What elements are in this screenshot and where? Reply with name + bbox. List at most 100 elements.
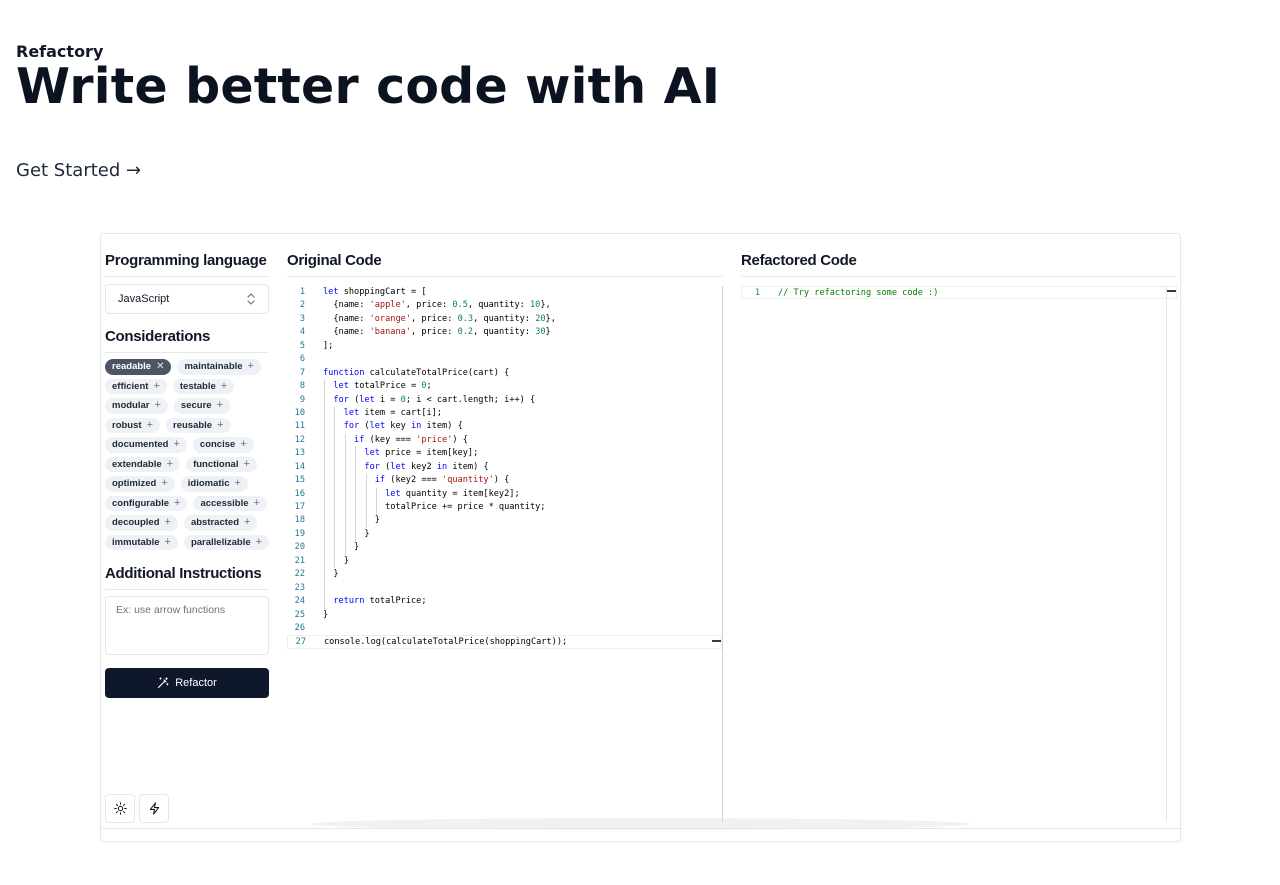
consideration-tag-abstracted[interactable]: abstracted+: [183, 515, 258, 531]
code-text: }: [323, 555, 349, 566]
code-text: for (let i = 0; i < cart.length; i++) {: [333, 394, 536, 405]
add-icon: +: [247, 360, 254, 373]
code-text: }: [323, 542, 360, 553]
line-number: 5: [299, 340, 305, 351]
consideration-tag-parallelizable[interactable]: parallelizable +: [183, 534, 270, 550]
code-line[interactable]: 23: [287, 582, 722, 595]
add-icon: +: [154, 399, 161, 412]
code-line[interactable]: 14 for (let key2 in item) {: [287, 461, 722, 474]
sun-icon: [113, 802, 127, 815]
consideration-tag-maintainable[interactable]: maintainable+: [177, 359, 261, 375]
consideration-tag-accessible[interactable]: accessible+: [193, 495, 267, 511]
code-text: {name: 'banana', price: 0.2, quantity: 3…: [323, 327, 551, 338]
code-text: }: [323, 609, 329, 620]
considerations-tags: readable✕ maintainable+ efficient+ testable…: [105, 359, 273, 550]
add-icon: +: [255, 535, 263, 548]
code-line[interactable]: 21 }: [287, 555, 722, 568]
line-number: 9: [299, 394, 305, 405]
line-number: 26: [294, 622, 305, 633]
line-number: 23: [294, 582, 305, 593]
consideration-tag-configurable[interactable]: configurable+: [105, 495, 188, 511]
considerations-title: Considerations: [105, 328, 269, 353]
quick-action-button[interactable]: [139, 794, 169, 823]
code-line[interactable]: 1// Try refactoring some code :): [741, 286, 1177, 300]
code-text: {name: 'apple', price: 0.5, quantity: 10…: [323, 300, 551, 311]
code-text: totalPrice += price * quantity;: [323, 502, 546, 512]
code-text: {name: 'orange', price: 0.3, quantity: 2…: [323, 313, 556, 324]
consideration-tag-immutable[interactable]: immutable+: [105, 534, 178, 550]
code-text: }: [323, 569, 339, 580]
code-line[interactable]: 9 for (let i = 0; i < cart.length; i++) …: [287, 394, 722, 407]
consideration-tag-functional[interactable]: functional+: [186, 456, 257, 472]
line-number: 6: [299, 354, 305, 365]
refactored-code-title: Refactored Code: [741, 252, 1177, 277]
add-icon: +: [173, 438, 180, 451]
code-line[interactable]: 12 if (key === 'price') {: [287, 434, 722, 447]
refactor-button[interactable]: Refactor: [105, 668, 269, 698]
eyebrow: Refactory: [16, 42, 104, 61]
add-icon: +: [146, 418, 153, 431]
code-line[interactable]: 10 let item = cart[i];: [287, 407, 722, 420]
add-icon: +: [164, 516, 171, 529]
consideration-tag-idiomatic[interactable]: idiomatic+: [180, 476, 248, 492]
line-number: 8: [299, 381, 305, 392]
code-line[interactable]: 26: [287, 622, 722, 635]
line-number: 22: [294, 569, 305, 580]
code-line[interactable]: 1 let shoppingCart = [: [287, 286, 722, 299]
tag-label: robust: [112, 419, 142, 431]
tag-label: extendable: [112, 458, 162, 470]
theme-toggle-button[interactable]: [105, 794, 135, 823]
consideration-tag-efficient[interactable]: efficient+: [105, 378, 167, 394]
code-line[interactable]: 24 return totalPrice;: [287, 595, 722, 608]
consideration-tag-reusable[interactable]: reusable+: [166, 417, 231, 433]
scroll-position-marker: [712, 640, 722, 642]
code-line[interactable]: 3 {name: 'orange', price: 0.3, quantity:…: [287, 313, 722, 326]
code-line[interactable]: 16 let quantity = item[key2];: [287, 488, 722, 501]
code-text: let shoppingCart = [: [323, 287, 427, 297]
consideration-tag-secure[interactable]: secure+: [173, 398, 230, 414]
instructions-input[interactable]: [105, 596, 269, 655]
tag-label: parallelizable: [190, 536, 251, 548]
consideration-tag-robust[interactable]: robust +: [105, 417, 160, 433]
code-line[interactable]: 19 }: [287, 528, 722, 541]
wand-icon: [158, 677, 169, 689]
line-number: 1: [299, 287, 305, 297]
code-line[interactable]: 2 {name: 'apple', price: 0.5, quantity: …: [287, 299, 722, 312]
consideration-tag-readable[interactable]: readable✕: [105, 359, 172, 375]
consideration-tag-decoupled[interactable]: decoupled+: [105, 515, 178, 531]
consideration-tag-testable[interactable]: testable+: [172, 378, 235, 394]
code-line[interactable]: 22 }: [287, 568, 722, 581]
code-line[interactable]: 5];: [287, 340, 722, 353]
code-line[interactable]: 11 for (let key in item) {: [287, 420, 722, 433]
line-number: 19: [294, 528, 305, 539]
consideration-tag-modular[interactable]: modular+: [105, 398, 168, 414]
consideration-tag-optimized[interactable]: optimized+: [105, 476, 175, 492]
add-icon: +: [164, 535, 171, 548]
code-line[interactable]: 20 }: [287, 541, 722, 554]
code-line[interactable]: 15 if (key2 === 'quantity') {: [287, 474, 722, 487]
original-code-editor[interactable]: 1 let shoppingCart = [ 2 {name: 'apple', p…: [287, 286, 723, 822]
code-line[interactable]: 13 let price = item[key];: [287, 447, 722, 460]
code-line[interactable]: 4 {name: 'banana', price: 0.2, quantity:…: [287, 326, 722, 339]
line-number: 15: [294, 475, 305, 486]
consideration-tag-concise[interactable]: concise+: [192, 437, 254, 453]
editor-scrollbar[interactable]: [1166, 286, 1167, 822]
line-number: 12: [294, 434, 305, 445]
code-text: function calculateTotalPrice(cart) {: [323, 367, 510, 378]
code-line[interactable]: 25}: [287, 609, 722, 622]
line-number: 3: [299, 313, 305, 324]
line-number: 25: [294, 609, 305, 620]
get-started-link[interactable]: Get Started →: [16, 160, 142, 181]
code-line[interactable]: 18 }: [287, 514, 722, 527]
line-number: 21: [294, 555, 305, 566]
language-select[interactable]: JavaScript: [105, 284, 269, 314]
consideration-tag-documented[interactable]: documented+: [105, 437, 187, 453]
code-line[interactable]: 8 let totalPrice = 0;: [287, 380, 722, 393]
code-line[interactable]: 6: [287, 353, 722, 366]
code-line[interactable]: 17 totalPrice += price * quantity;: [287, 501, 722, 514]
refactored-code-editor[interactable]: 1// Try refactoring some code :): [741, 286, 1177, 822]
indent-guide: [344, 433, 346, 555]
consideration-tag-extendable[interactable]: extendable+: [105, 456, 181, 472]
